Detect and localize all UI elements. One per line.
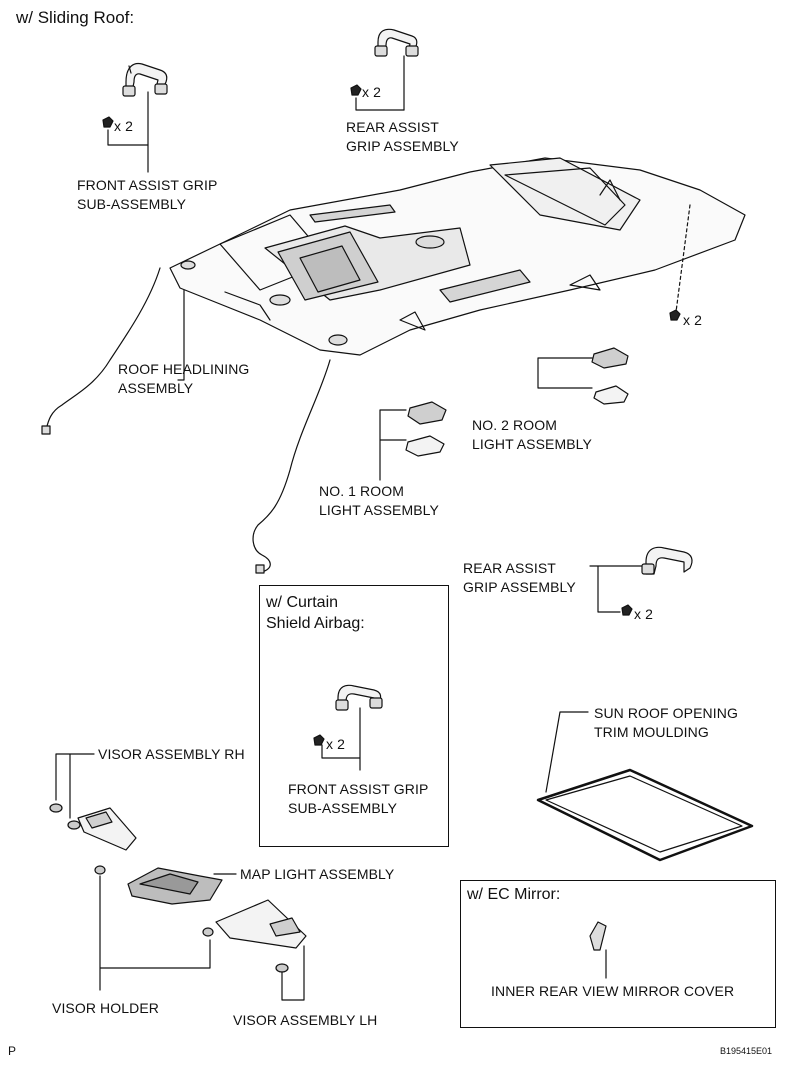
- sun-roof-trim-label: SUN ROOF OPENING TRIM MOULDING: [594, 705, 738, 740]
- roof-headlining-label: ROOF HEADLINING ASSEMBLY: [118, 361, 250, 396]
- figure-code: B195415E01: [720, 1046, 773, 1056]
- curtain-shield-airbag-box: w/ Curtain Shield Airbag: x 2 FRONT ASSI…: [259, 585, 449, 847]
- ec-mirror-cover-part: [590, 922, 606, 950]
- sun-roof-trim-part: [538, 770, 752, 860]
- rear-assist-grip-part: [375, 29, 418, 56]
- curtain-front-grip-part: [336, 685, 382, 710]
- inner-mirror-cover-label: INNER REAR VIEW MIRROR COVER: [491, 983, 735, 999]
- leader-curtain-grip: [322, 708, 360, 770]
- leader-visor-rh: [56, 754, 94, 818]
- map-light-label: MAP LIGHT ASSEMBLY: [240, 866, 395, 882]
- leader-visor-holder: [100, 876, 210, 990]
- visor-rh-part: [50, 804, 136, 850]
- roof-clip-qty: x 2: [683, 312, 702, 328]
- ec-mirror-box: w/ EC Mirror: INNER REAR VIEW MIRROR COV…: [460, 880, 776, 1028]
- no2-room-light-label: NO. 2 ROOM LIGHT ASSEMBLY: [472, 417, 592, 452]
- curtain-grip-qty: x 2: [326, 736, 345, 752]
- no2-room-light-part: [592, 348, 628, 404]
- leader-front-grip-clip: [108, 130, 148, 145]
- roof-headlining-part: [170, 158, 745, 355]
- wire-harness-right: [253, 360, 330, 572]
- footer-left-mark: P: [8, 1044, 17, 1058]
- map-light-part: [128, 868, 222, 904]
- front-grip-qty: x 2: [114, 118, 133, 134]
- rear-grip-mid-qty: x 2: [634, 606, 653, 622]
- clip-icon: [670, 310, 680, 320]
- ec-box-title: w/ EC Mirror:: [467, 886, 561, 903]
- curtain-front-grip-label: FRONT ASSIST GRIP SUB-ASSEMBLY: [288, 781, 429, 816]
- clip-icon: [314, 735, 324, 745]
- visor-holder-label: VISOR HOLDER: [52, 1000, 159, 1016]
- leader-sun-roof: [546, 712, 588, 792]
- leader-rear-grip-top-clip: [356, 98, 404, 110]
- visor-holder-part: [95, 866, 213, 936]
- page-title: w/ Sliding Roof:: [16, 8, 135, 27]
- clip-icon: [622, 605, 632, 615]
- leader-roof-headlining: [178, 290, 184, 380]
- wire-harness-left: [46, 268, 160, 430]
- front-assist-grip-label: FRONT ASSIST GRIP SUB-ASSEMBLY: [77, 177, 218, 212]
- leader-no2: [538, 358, 592, 388]
- leader-no1: [380, 410, 406, 480]
- rear-grip-top-qty: x 2: [362, 84, 381, 100]
- clip-icon: [103, 117, 113, 127]
- no1-room-light-label: NO. 1 ROOM LIGHT ASSEMBLY: [319, 483, 439, 518]
- leader-rear-grip-mid: [590, 566, 642, 612]
- no1-room-light-part: [406, 402, 446, 456]
- visor-rh-label: VISOR ASSEMBLY RH: [98, 746, 245, 762]
- leader-visor-lh: [282, 946, 304, 1000]
- leader-roof-clip: [676, 205, 690, 312]
- visor-lh-label: VISOR ASSEMBLY LH: [233, 1012, 378, 1028]
- rear-assist-grip-label-top: REAR ASSIST GRIP ASSEMBLY: [346, 119, 459, 154]
- curtain-box-title: w/ Curtain Shield Airbag:: [266, 594, 365, 632]
- rear-assist-grip-mid-part: [642, 547, 692, 574]
- clip-icon: [351, 85, 361, 95]
- visor-lh-part: [216, 900, 306, 972]
- rear-assist-grip-label-mid: REAR ASSIST GRIP ASSEMBLY: [463, 560, 576, 595]
- front-assist-grip-part: [123, 64, 167, 96]
